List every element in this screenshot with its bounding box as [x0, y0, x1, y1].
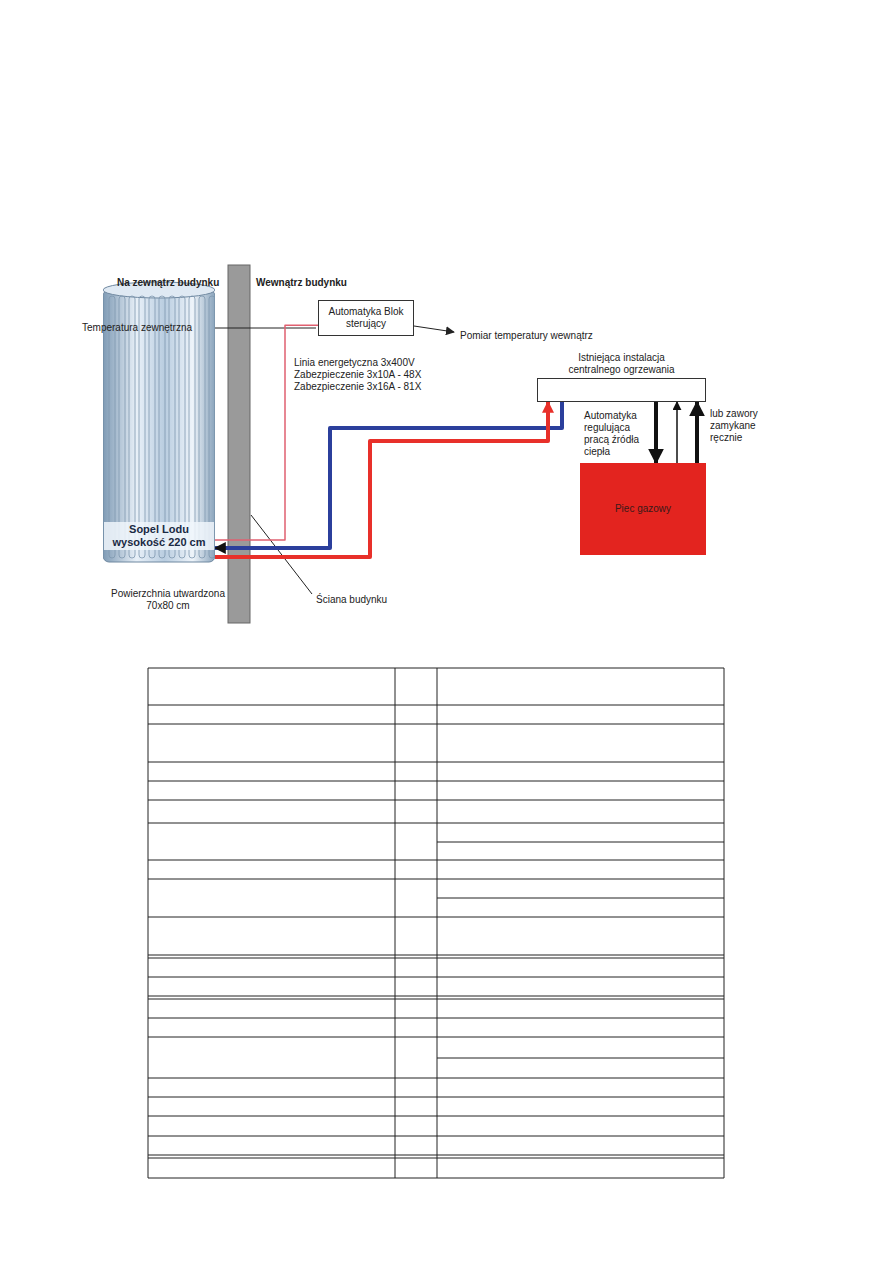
table-rule — [148, 999, 724, 1000]
table-rule — [148, 762, 724, 763]
heating-installation-box: Istniejąca instalacja centralnego ogrzew… — [537, 378, 706, 402]
table-rule — [148, 668, 724, 669]
table-rule — [148, 1136, 724, 1137]
table-rule — [148, 724, 724, 725]
table-rule — [148, 823, 724, 824]
power-line-label: Linia energetyczna 3x400V — [294, 357, 415, 369]
note-label: lub zawory zamykane ręcznie — [710, 408, 776, 444]
table-rule — [148, 668, 149, 1178]
return-pipe — [215, 402, 562, 548]
table-rule — [148, 996, 724, 997]
table-rule — [148, 1018, 724, 1019]
signal-label: Pomiar temperatury wewnątrz — [460, 330, 593, 342]
table-rule — [437, 842, 724, 843]
base-label: Powierzchnia utwardzona 70x80 cm — [108, 588, 228, 612]
table-rule — [148, 917, 724, 918]
table-rule — [148, 1158, 724, 1159]
table-rule — [148, 1097, 724, 1098]
node-label: Sopel Lodu wysokość 220 cm — [104, 522, 214, 550]
box-heading: Istniejąca instalacja centralnego ogrzew… — [538, 352, 705, 376]
flow-arrow — [695, 402, 699, 463]
region-heading: Wewnątrz budynku — [256, 277, 347, 289]
table-rule — [437, 1058, 724, 1059]
table-rule — [395, 668, 396, 1178]
table-rule — [724, 668, 725, 1178]
power-line-label: Zabezpieczenie 3x16A - 81X — [294, 381, 421, 393]
table-rule — [148, 860, 724, 861]
flow-arrow — [676, 402, 678, 463]
table-rule — [148, 977, 724, 978]
region-heading: Na zewnątrz budynku — [117, 277, 219, 289]
table-rule — [148, 879, 724, 880]
table-rule — [148, 705, 724, 706]
table-rule — [148, 781, 724, 782]
note-label: Automatyka regulująca pracą źródła ciepł… — [584, 410, 648, 458]
building-wall — [228, 265, 250, 623]
table-rule — [148, 1037, 724, 1038]
flow-arrow — [654, 402, 658, 463]
leader-line — [251, 515, 312, 594]
node-label: Automatyka Blok sterujący — [327, 306, 405, 330]
table-rule — [148, 800, 724, 801]
supply-pipe — [215, 402, 548, 557]
empty-table — [148, 668, 724, 1178]
signal-label: Temperatura zewnętrzna — [82, 322, 192, 334]
table-rule — [148, 1155, 724, 1156]
table-rule — [148, 958, 724, 959]
table-rule — [148, 955, 724, 956]
leader-line — [205, 328, 316, 329]
wall-label: Ściana budynku — [316, 594, 387, 606]
table-rule — [148, 1078, 724, 1079]
table-rule — [437, 668, 438, 1178]
power-line-label: Zabezpieczenie 3x10A - 48X — [294, 369, 421, 381]
table-rule — [437, 898, 724, 899]
gas-boiler-box: Piec gazowy — [580, 463, 706, 555]
node-label: Piec gazowy — [615, 503, 671, 515]
table-rule — [148, 1116, 724, 1117]
table-rule — [148, 1178, 724, 1179]
leader-line — [414, 326, 454, 332]
control-box: Automatyka Blok sterujący — [318, 300, 414, 336]
